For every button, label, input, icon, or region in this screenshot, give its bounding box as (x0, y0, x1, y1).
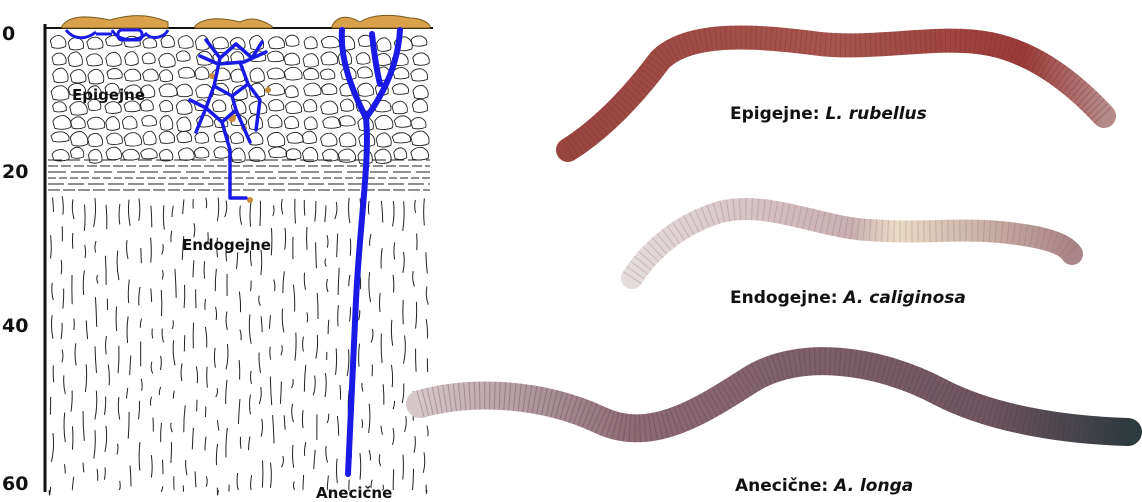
label-endogeic: Endogejne (182, 236, 271, 254)
worm-epigeic (568, 37, 1104, 150)
soil-profile: Epigejne Endogejne Anecične (45, 15, 433, 502)
litter-layer (62, 15, 430, 28)
worm-endogeic-body (632, 209, 1072, 278)
worm-anecic (420, 361, 1128, 432)
caption-epigeic-species: L. rubellus (826, 104, 927, 124)
label-epigeic: Epigejne (72, 86, 145, 104)
depth-tick-20: 20 (2, 161, 28, 183)
caption-endogeic: Endogejne: A. caliginosa (730, 288, 966, 308)
caption-anecic-group: Anecične: (735, 476, 828, 496)
caption-epigeic: Epigejne: L. rubellus (730, 104, 927, 124)
caption-anecic: Anecične: A. longa (735, 476, 913, 496)
caption-anecic-species: A. longa (834, 476, 913, 496)
depth-tick-40: 40 (2, 315, 28, 337)
caption-endogeic-species: A. caliginosa (843, 288, 965, 308)
caption-epigeic-group: Epigejne: (730, 104, 820, 124)
worm-anecic-body (420, 361, 1128, 432)
worm-endogeic (632, 209, 1072, 278)
label-anecic: Anecične (316, 484, 392, 502)
depth-tick-0: 0 (2, 23, 15, 45)
caption-endogeic-group: Endogejne: (730, 288, 838, 308)
depth-tick-60: 60 (2, 473, 28, 495)
